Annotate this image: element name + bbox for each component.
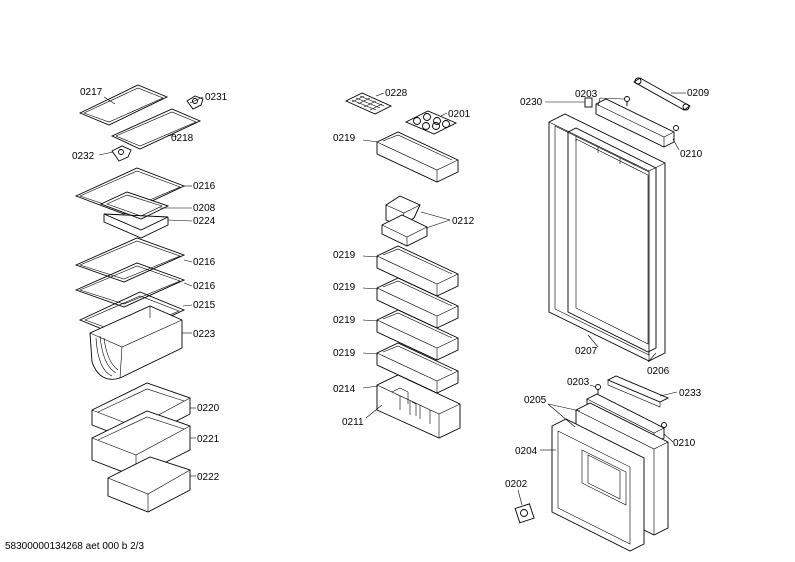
part-0201-egg-holder [404, 110, 458, 135]
part-0223-crisper [89, 305, 183, 380]
part-0219-door-shelf-d [376, 309, 459, 361]
label-0207: 0207 [575, 346, 598, 357]
label-0222: 0222 [197, 472, 220, 483]
label-0217: 0217 [80, 87, 103, 98]
label-0228: 0228 [385, 88, 408, 99]
part-0214-0211-bottle-shelf [376, 374, 461, 439]
part-0219-door-shelf-a [376, 131, 459, 183]
label-0216-c: 0216 [193, 281, 216, 292]
label-0232: 0232 [72, 151, 95, 162]
label-0212: 0212 [452, 216, 475, 227]
label-0219-a: 0219 [333, 133, 356, 144]
part-0216-glass-shelf-c [74, 262, 186, 308]
part-0228-tray [344, 92, 393, 115]
label-0219-e: 0219 [333, 348, 356, 359]
part-0212-compartment [381, 195, 428, 247]
label-0202: 0202 [505, 479, 528, 490]
part-0209-hinge-bar [633, 77, 691, 111]
label-0219-d: 0219 [333, 315, 356, 326]
label-0208: 0208 [193, 203, 216, 214]
label-0204: 0204 [515, 446, 538, 457]
part-0203-screw-lower [595, 384, 601, 394]
label-0215: 0215 [193, 300, 216, 311]
part-0206-inner-frame [567, 127, 657, 353]
label-0219-b: 0219 [333, 250, 356, 261]
label-0221: 0221 [197, 434, 220, 445]
label-0206: 0206 [647, 366, 670, 377]
left-leader-lines [98, 96, 204, 477]
part-0219-door-shelf-b [376, 245, 459, 297]
part-0207-door-frame [548, 113, 666, 362]
label-0219-c: 0219 [333, 282, 356, 293]
label-0203-a: 0203 [575, 89, 598, 100]
part-0217-shelf-strip [78, 84, 169, 126]
label-0205: 0205 [524, 395, 547, 406]
label-0209: 0209 [687, 88, 710, 99]
part-0210-hinge-upper [595, 98, 679, 148]
label-0220: 0220 [197, 403, 220, 414]
part-0216-glass-shelf-b [74, 237, 186, 283]
part-0218-shelf-strip [110, 108, 202, 150]
part-0232-clip [111, 145, 132, 162]
label-0223: 0223 [193, 329, 216, 340]
part-0219-door-shelf-e [376, 342, 459, 394]
label-0231: 0231 [205, 92, 228, 103]
document-footer-id: 58300000134268 aet 000 b 2/3 [5, 541, 145, 552]
part-0219-door-shelf-c [376, 277, 459, 329]
label-0214: 0214 [333, 384, 356, 395]
part-0230-bracket [584, 97, 593, 108]
part-0222-drawer [107, 456, 191, 513]
part-0208-frame [99, 191, 170, 220]
middle-leader-lines [362, 92, 451, 419]
label-0218: 0218 [171, 133, 194, 144]
part-0221-drawer [91, 410, 191, 478]
right-leader-lines [517, 92, 686, 506]
label-0210-a: 0210 [680, 149, 703, 160]
part-0233-bar [606, 375, 670, 408]
label-0230: 0230 [520, 97, 543, 108]
label-0203-b: 0203 [567, 377, 590, 388]
part-0202-cap [514, 503, 535, 524]
label-0201: 0201 [448, 109, 471, 120]
label-0233: 0233 [679, 388, 702, 399]
label-0216-a: 0216 [193, 181, 216, 192]
part-labels: 0217 0231 0218 0232 0216 0208 0224 0216 … [72, 87, 710, 490]
part-0224-tray [103, 213, 169, 239]
part-0231-clip [186, 95, 204, 110]
label-0224: 0224 [193, 216, 216, 227]
label-0210-b: 0210 [673, 438, 696, 449]
part-0203-screw-upper [624, 96, 630, 106]
label-0216-b: 0216 [193, 257, 216, 268]
label-0211: 0211 [342, 417, 364, 428]
